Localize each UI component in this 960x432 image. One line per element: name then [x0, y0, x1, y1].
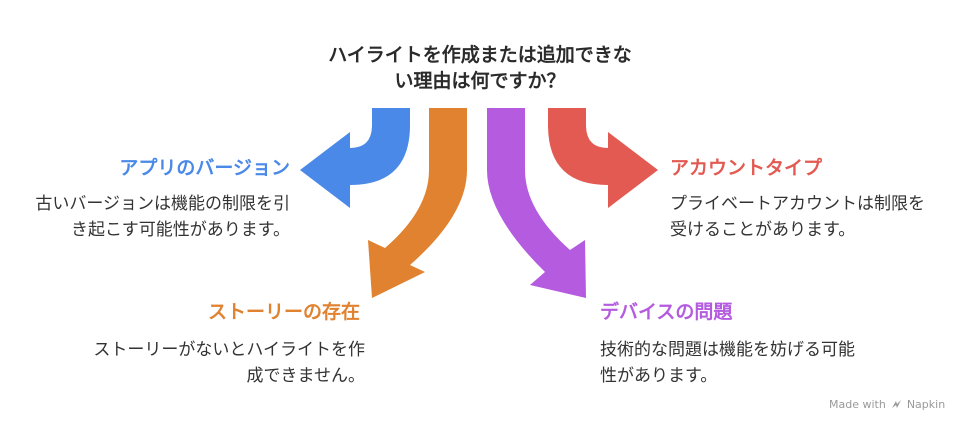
blue-arrow	[300, 108, 410, 208]
watermark-brand: Napkin	[906, 398, 946, 411]
napkin-watermark[interactable]: Made with Napkin	[829, 398, 945, 411]
diagram-title: ハイライトを作成または追加できな い理由は何ですか？	[280, 42, 680, 94]
desc-account-type: プライベートアカウントは制限を受けることがあります。	[670, 194, 925, 240]
label-device-issue: デバイスの問題	[600, 301, 733, 323]
purple-arrow	[487, 108, 586, 298]
desc-app-version: 古いバージョンは機能の制限を引き起こす可能性があります。	[35, 194, 290, 240]
title-line-2: い理由は何ですか？	[394, 70, 566, 92]
label-app-version: アプリのバージョン	[119, 157, 290, 179]
label-story-existence: ストーリーの存在	[207, 301, 360, 323]
watermark-prefix: Made with	[829, 398, 886, 411]
desc-device-issue: 技術的な問題は機能を妨げる可能性があります。	[600, 340, 855, 386]
label-account-type: アカウントタイプ	[670, 157, 823, 179]
orange-arrow	[368, 108, 467, 298]
desc-story-existence: ストーリーがないとハイライトを作成できません。	[93, 340, 365, 386]
title-line-1: ハイライトを作成または追加できな	[328, 44, 632, 66]
red-arrow	[548, 108, 658, 208]
napkin-logo-icon	[891, 400, 901, 408]
